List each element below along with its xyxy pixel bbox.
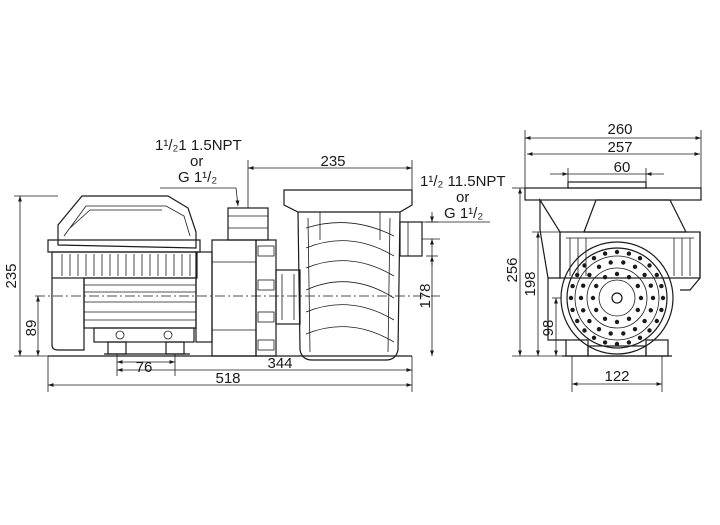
vent-hole <box>608 331 613 336</box>
end-dimensions: 260 257 60 256 198 98 122 <box>504 121 702 392</box>
vent-hole <box>582 328 587 333</box>
dim-top-offset: 60 <box>614 159 631 176</box>
vent-hole <box>581 308 586 313</box>
vent-hole <box>594 283 599 289</box>
vent-hole <box>648 283 653 288</box>
vent-hole <box>587 318 592 324</box>
vent-hole <box>637 335 643 340</box>
dim-strainer-width: 235 <box>320 153 345 170</box>
vent-hole <box>660 295 666 301</box>
fan-vent-holes <box>568 249 666 347</box>
inlet-or: or <box>190 153 203 170</box>
vent-hole <box>626 316 632 321</box>
vent-hole <box>659 283 664 289</box>
motor-body <box>51 277 197 351</box>
front-view <box>35 189 440 361</box>
motor-feet <box>104 341 190 355</box>
vent-hole <box>648 308 653 313</box>
end-lid <box>524 187 702 201</box>
vent-hole <box>659 307 664 313</box>
outlet-or: or <box>456 189 469 206</box>
vent-hole <box>654 272 659 278</box>
end-feet <box>562 339 672 357</box>
strainer-housing <box>283 189 413 361</box>
vent-hole <box>626 275 632 280</box>
vent-hole <box>642 318 647 324</box>
outlet-thread-spec: 1¹/₂ 11.5NPT <box>420 173 506 190</box>
vent-hole <box>575 318 580 324</box>
vent-hole <box>654 318 659 324</box>
pump-volute <box>195 239 277 357</box>
vent-hole <box>570 307 575 313</box>
dim-side-base-height: 98 <box>540 320 557 337</box>
dim-side-height: 256 <box>504 257 521 282</box>
vent-hole <box>632 327 638 332</box>
vent-hole <box>581 283 586 288</box>
inlet-thread-alt: G 1¹/₂ <box>178 169 217 186</box>
dim-foot-spacing: 76 <box>136 359 153 376</box>
vent-hole <box>635 283 640 289</box>
vent-hole <box>582 263 587 268</box>
vent-hole <box>647 263 652 268</box>
dim-side-width-max: 260 <box>607 121 632 138</box>
dim-side-shaft-height: 198 <box>522 271 539 296</box>
vent-hole <box>608 260 613 265</box>
controller-housing <box>47 195 201 279</box>
vent-hole <box>626 340 632 345</box>
vent-hole <box>647 328 652 333</box>
vent-hole <box>626 251 632 256</box>
vent-hole <box>575 272 580 278</box>
vent-hole <box>635 307 640 313</box>
vent-hole <box>637 256 643 261</box>
vent-hole <box>602 275 608 280</box>
vent-hole <box>632 264 638 269</box>
dim-discharge-height: 178 <box>417 283 434 308</box>
vent-hole <box>568 295 574 301</box>
vent-hole <box>614 341 620 347</box>
vent-hole <box>602 340 608 345</box>
vent-hole <box>621 260 626 265</box>
vent-hole <box>602 316 608 321</box>
controller-fins <box>61 254 191 276</box>
end-view <box>524 181 702 357</box>
dim-base-to-pump: 344 <box>267 355 292 372</box>
vent-hole <box>596 264 602 269</box>
vent-hole <box>642 272 647 278</box>
dim-overall-height: 235 <box>3 263 20 288</box>
vent-hole <box>590 295 596 301</box>
dim-overall-length: 518 <box>215 370 240 387</box>
vent-hole <box>570 283 575 289</box>
vent-hole <box>594 307 599 313</box>
vent-hole <box>650 295 656 301</box>
vent-hole <box>602 251 608 256</box>
inlet-thread-spec: 1¹/₂1 1.5NPT <box>155 137 242 154</box>
vent-hole <box>596 327 602 332</box>
outlet-thread-alt: G 1¹/₂ <box>444 205 483 222</box>
inlet-pipe <box>227 207 269 241</box>
outlet-pipe <box>399 221 423 257</box>
vent-hole <box>638 295 644 301</box>
end-controller <box>559 199 701 279</box>
fan-cover <box>560 241 674 355</box>
dim-side-foot-width: 122 <box>604 368 629 385</box>
vent-hole <box>591 335 597 340</box>
vent-hole <box>614 319 620 325</box>
vent-hole <box>621 331 626 336</box>
vent-hole <box>591 256 597 261</box>
vent-hole <box>614 249 620 255</box>
vent-hole <box>614 271 620 277</box>
coupling <box>275 269 301 325</box>
front-dimensions: 518 344 76 235 89 235 178 1¹/₂1 1.5NPT o… <box>3 137 506 392</box>
vent-hole <box>587 272 592 278</box>
dim-shaft-height: 89 <box>23 320 40 337</box>
dim-side-width: 257 <box>607 139 632 156</box>
vent-hole <box>578 295 584 301</box>
